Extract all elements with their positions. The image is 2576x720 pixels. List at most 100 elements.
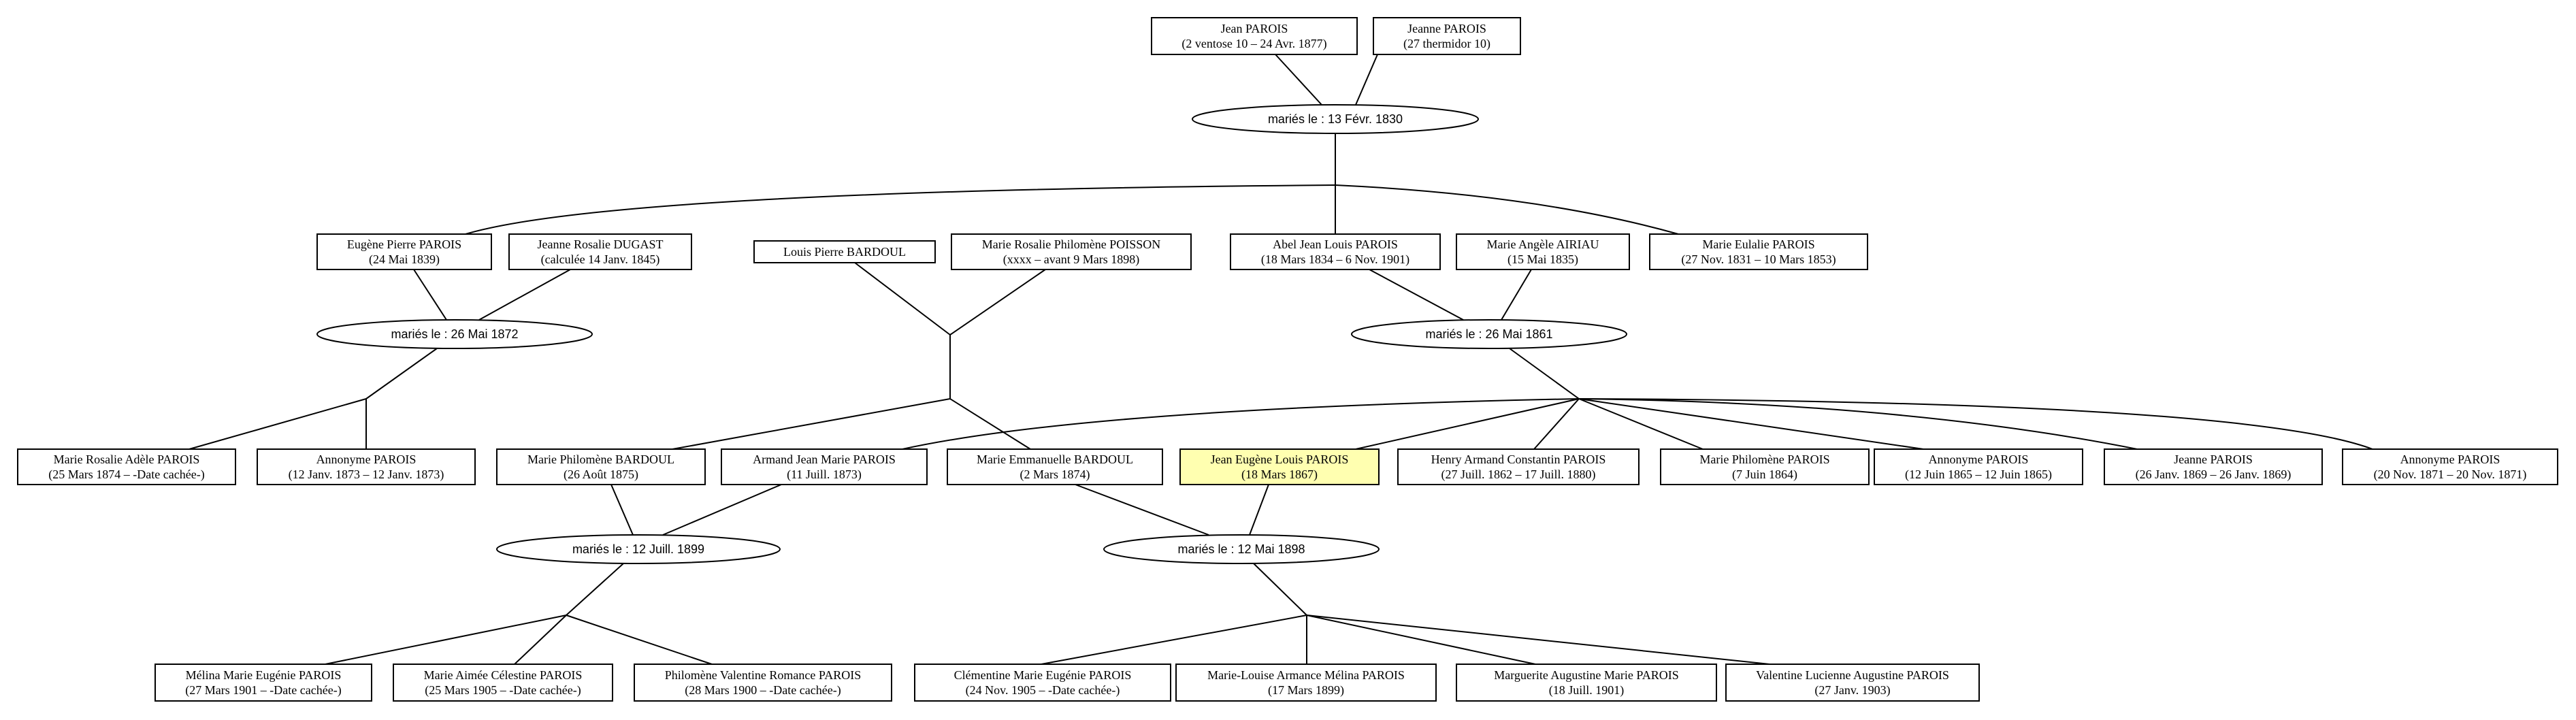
person-name: Annonyme PAROIS: [2400, 453, 2500, 466]
union-label: mariés le : 26 Mai 1872: [391, 327, 518, 341]
link-union-1861-to-jean-eugene: [1355, 398, 1580, 450]
person-name: Philomène Valentine Romance PAROIS: [665, 668, 861, 682]
union-1830[interactable]: mariés le : 13 Févr. 1830: [1192, 104, 1479, 134]
person-name: Valentine Lucienne Augustine PAROIS: [1756, 668, 1949, 682]
link-bardoul-to-marie-emmanuelle: [949, 398, 1031, 450]
person-eugene-pierre-parois[interactable]: Eugène Pierre PAROIS (24 Mai 1839): [316, 233, 492, 270]
link-marie-emmanuelle-to-union-1898: [1075, 484, 1209, 536]
person-dates: (calculée 14 Janv. 1845): [541, 252, 660, 267]
person-name: Jeanne PAROIS: [1407, 22, 1486, 35]
person-dates: (20 Nov. 1871 – 20 Nov. 1871): [2374, 468, 2527, 482]
person-marie-aimee-celestine-parois[interactable]: Marie Aimée Célestine PAROIS (25 Mars 19…: [393, 664, 613, 702]
person-name: Marguerite Augustine Marie PAROIS: [1494, 668, 1679, 682]
tree-links: [189, 54, 2373, 665]
person-jeanne-parois-thermidor[interactable]: Jeanne PAROIS (27 thermidor 10): [1373, 17, 1521, 55]
union-1898[interactable]: mariés le : 12 Mai 1898: [1103, 534, 1380, 564]
person-name: Marie Emmanuelle BARDOUL: [977, 453, 1133, 466]
person-dates: (12 Janv. 1873 – 12 Janv. 1873): [289, 468, 444, 482]
person-dates: (28 Mars 1900 – -Date cachée-): [685, 683, 841, 698]
union-label: mariés le : 12 Juill. 1899: [572, 542, 704, 556]
person-name: Henry Armand Constantin PAROIS: [1431, 453, 1606, 466]
person-name: Marie Angèle AIRIAU: [1487, 238, 1599, 251]
person-dates: (25 Mars 1905 – -Date cachée-): [425, 683, 581, 698]
union-label: mariés le : 12 Mai 1898: [1177, 542, 1305, 556]
union-1861[interactable]: mariés le : 26 Mai 1861: [1351, 319, 1627, 349]
person-jean-eugene-louis-parois[interactable]: Jean Eugène Louis PAROIS (18 Mars 1867): [1179, 448, 1380, 485]
link-union-1899-stem: [566, 563, 624, 616]
person-name: Marie Aimée Célestine PAROIS: [424, 668, 583, 682]
person-name: Jeanne Rosalie DUGAST: [538, 238, 664, 251]
link-union-1830-to-eugene: [465, 184, 1336, 235]
link-jean-eugene-to-union-1898: [1249, 484, 1269, 536]
person-dates: (18 Mars 1834 – 6 Nov. 1901): [1261, 252, 1409, 267]
link-marie-rosalie-to-junction: [949, 269, 1046, 336]
person-dates: (11 Juill. 1873): [787, 468, 862, 482]
person-annonyme-parois-1873[interactable]: Annonyme PAROIS (12 Janv. 1873 – 12 Janv…: [257, 448, 476, 485]
person-name: Jeanne PAROIS: [2174, 453, 2253, 466]
person-dates: (18 Juill. 1901): [1549, 683, 1625, 698]
person-marie-philomene-bardoul[interactable]: Marie Philomène BARDOUL (26 Août 1875): [496, 448, 706, 485]
person-marie-rosalie-philomene-poisson[interactable]: Marie Rosalie Philomène POISSON (xxxx – …: [951, 233, 1192, 270]
person-dates: (27 Janv. 1903): [1814, 683, 1890, 698]
person-valentine-lucienne-augustine-parois[interactable]: Valentine Lucienne Augustine PAROIS (27 …: [1725, 664, 1980, 702]
person-marie-emmanuelle-bardoul[interactable]: Marie Emmanuelle BARDOUL (2 Mars 1874): [947, 448, 1163, 485]
link-union-1898-to-marguerite: [1306, 615, 1536, 665]
person-name: Marie Philomène BARDOUL: [527, 453, 674, 466]
person-dates: (18 Mars 1867): [1241, 468, 1318, 482]
link-jean-to-union-1830: [1275, 54, 1322, 105]
person-annonyme-parois-1865[interactable]: Annonyme PAROIS (12 Juin 1865 – 12 Juin …: [1874, 448, 2083, 485]
person-marie-louise-armance-melina-parois[interactable]: Marie-Louise Armance Mélina PAROIS (17 M…: [1175, 664, 1437, 702]
person-marie-rosalie-adele-parois[interactable]: Marie Rosalie Adèle PAROIS (25 Mars 1874…: [17, 448, 236, 485]
person-dates: (2 ventose 10 – 24 Avr. 1877): [1181, 37, 1326, 51]
link-bardoul-to-marie-philomene: [672, 398, 951, 450]
link-marie-philomene-to-union-1899: [610, 484, 634, 536]
person-abel-jean-louis-parois[interactable]: Abel Jean Louis PAROIS (18 Mars 1834 – 6…: [1230, 233, 1441, 270]
union-1899[interactable]: mariés le : 12 Juill. 1899: [496, 534, 781, 564]
person-name: Marie Rosalie Philomène POISSON: [982, 238, 1161, 251]
person-henry-armand-constantin-parois[interactable]: Henry Armand Constantin PAROIS (27 Juill…: [1397, 448, 1640, 485]
person-philomene-valentine-romance-parois[interactable]: Philomène Valentine Romance PAROIS (28 M…: [634, 664, 892, 702]
link-union-1872-to-adele: [189, 398, 367, 450]
person-dates: (7 Juin 1864): [1732, 468, 1797, 482]
person-clementine-marie-eugenie-parois[interactable]: Clémentine Marie Eugénie PAROIS (24 Nov.…: [914, 664, 1171, 702]
link-abel-to-union-1861: [1369, 269, 1464, 321]
link-union-1861-to-annonyme-1871: [1578, 398, 2373, 450]
person-name: Clémentine Marie Eugénie PAROIS: [954, 668, 1132, 682]
person-annonyme-parois-1871[interactable]: Annonyme PAROIS (20 Nov. 1871 – 20 Nov. …: [2342, 448, 2558, 485]
person-jeanne-parois-1869[interactable]: Jeanne PAROIS (26 Janv. 1869 – 26 Janv. …: [2104, 448, 2323, 485]
person-marguerite-augustine-marie-parois[interactable]: Marguerite Augustine Marie PAROIS (18 Ju…: [1456, 664, 1717, 702]
person-dates: (24 Nov. 1905 – -Date cachée-): [966, 683, 1120, 698]
person-name: Jean PAROIS: [1221, 22, 1288, 35]
person-name: Marie Philomène PAROIS: [1699, 453, 1829, 466]
link-jeanne-rosalie-to-union-1872: [478, 269, 571, 321]
person-melina-marie-eugenie-parois[interactable]: Mélina Marie Eugénie PAROIS (27 Mars 190…: [154, 664, 372, 702]
link-union-1899-to-melina: [325, 615, 567, 665]
person-marie-angele-airiau[interactable]: Marie Angèle AIRIAU (15 Mai 1835): [1456, 233, 1630, 270]
person-dates: (xxxx – avant 9 Mars 1898): [1003, 252, 1139, 267]
link-union-1898-to-clementine: [1041, 615, 1307, 665]
person-jeanne-rosalie-dugast[interactable]: Jeanne Rosalie DUGAST (calculée 14 Janv.…: [508, 233, 692, 270]
union-1872[interactable]: mariés le : 26 Mai 1872: [316, 319, 593, 349]
person-dates: (17 Mars 1899): [1268, 683, 1344, 698]
union-label: mariés le : 13 Févr. 1830: [1268, 112, 1403, 126]
person-name: Abel Jean Louis PAROIS: [1273, 238, 1398, 251]
person-marie-eulalie-parois[interactable]: Marie Eulalie PAROIS (27 Nov. 1831 – 10 …: [1649, 233, 1868, 270]
person-name: Armand Jean Marie PAROIS: [753, 453, 896, 466]
person-jean-parois[interactable]: Jean PAROIS (2 ventose 10 – 24 Avr. 1877…: [1151, 17, 1358, 55]
link-marie-angele-to-union-1861: [1501, 269, 1532, 321]
person-name: Eugène Pierre PAROIS: [347, 238, 461, 251]
person-dates: (25 Mars 1874 – -Date cachée-): [48, 468, 204, 482]
person-dates: (27 thermidor 10): [1403, 37, 1490, 51]
link-union-1861-to-armand: [902, 398, 1580, 450]
person-name: Annonyme PAROIS: [316, 453, 417, 466]
link-union-1861-to-jeanne-1869: [1578, 398, 2138, 450]
person-louis-pierre-bardoul[interactable]: Louis Pierre BARDOUL: [753, 240, 936, 263]
person-dates: (26 Janv. 1869 – 26 Janv. 1869): [2136, 468, 2292, 482]
person-dates: (26 Août 1875): [564, 468, 638, 482]
person-name: Jean Eugène Louis PAROIS: [1211, 453, 1349, 466]
link-union-1872-stem: [365, 348, 438, 399]
person-marie-philomene-parois[interactable]: Marie Philomène PAROIS (7 Juin 1864): [1660, 448, 1870, 485]
link-union-1861-to-marie-philomene-parois: [1578, 398, 1703, 450]
person-armand-jean-marie-parois[interactable]: Armand Jean Marie PAROIS (11 Juill. 1873…: [721, 448, 928, 485]
person-name: Marie Eulalie PAROIS: [1702, 238, 1814, 251]
